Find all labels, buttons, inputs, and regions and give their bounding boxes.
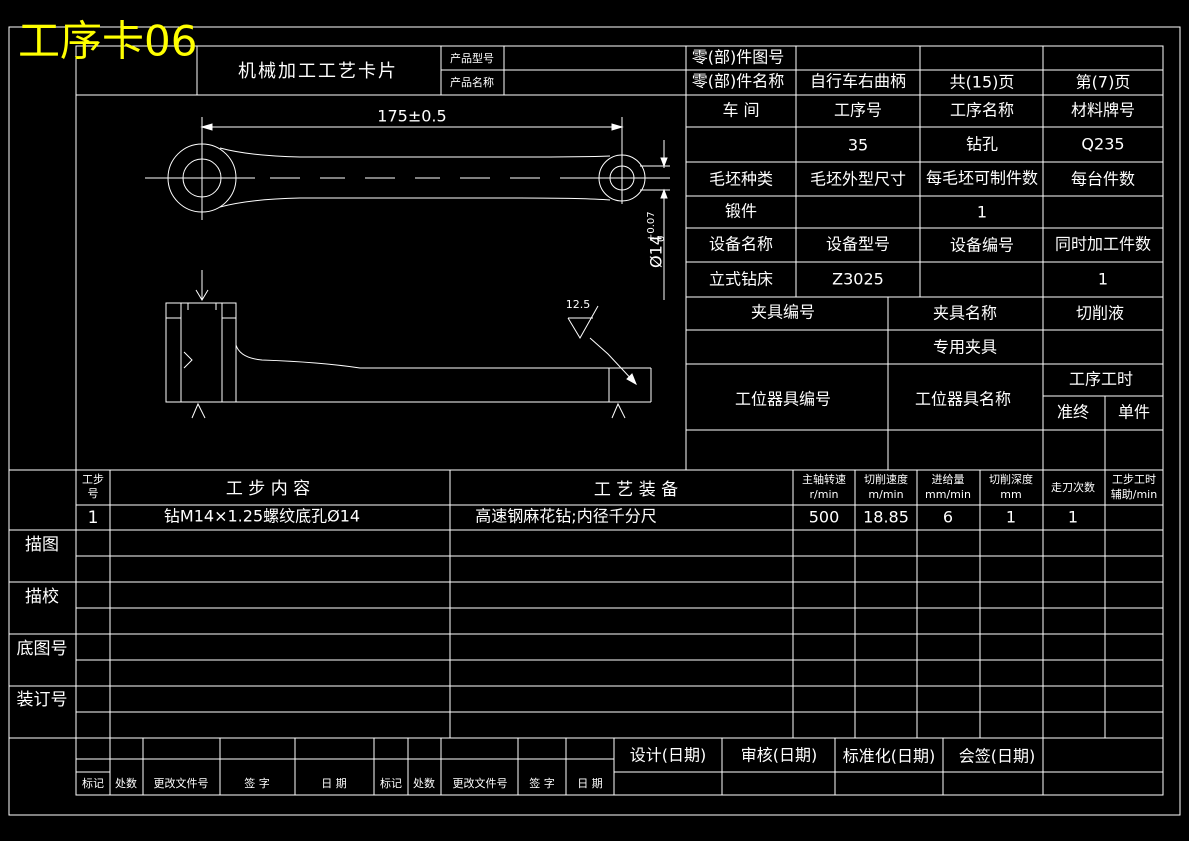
- crank-side-view: [165, 270, 652, 419]
- header-depth-2: mm: [1000, 488, 1021, 501]
- footer-place-2: 处数: [413, 777, 435, 790]
- equip-model-label: 设备型号: [826, 235, 890, 254]
- header-step-content: 工 步 内 容: [226, 479, 310, 499]
- blank-type: 锻件: [725, 202, 757, 221]
- footer-change-doc: 更改文件号: [154, 776, 209, 790]
- step-row-feed: 6: [943, 508, 953, 527]
- station-tool-name-label: 工位器具名称: [915, 390, 1011, 409]
- blank-type-label: 毛坯种类: [709, 170, 773, 189]
- diameter-dimension-group: Ø14 +0.07 0: [646, 211, 667, 268]
- simul: 1: [1098, 270, 1108, 289]
- footer-sign-2: 签 字: [529, 776, 555, 790]
- footer-design: 设计(日期): [630, 746, 707, 765]
- footer-date: 日 期: [321, 777, 347, 790]
- roughness-value: 12.5: [566, 298, 591, 311]
- step-row-equipment: 高速钢麻花钻;内径千分尺: [475, 507, 656, 526]
- fixture-no-label: 夹具编号: [751, 303, 815, 322]
- card-name: 机械加工工艺卡片: [238, 61, 398, 82]
- op-no: 35: [848, 136, 868, 155]
- header-step-no-2: 号: [88, 487, 99, 500]
- product-model-label: 产品型号: [450, 51, 494, 65]
- per-machine-label: 每台件数: [1071, 170, 1135, 189]
- equip-name-label: 设备名称: [709, 235, 773, 254]
- footer-mark-2: 标记: [380, 776, 402, 790]
- step-row-depth: 1: [1006, 508, 1016, 527]
- per-blank-label: 每毛坯可制件数: [926, 169, 1038, 188]
- step-row-spindle: 500: [809, 508, 840, 527]
- fixture-name-label: 夹具名称: [933, 304, 997, 323]
- prep-time-label: 准终: [1057, 403, 1089, 422]
- coolant-label: 切削液: [1076, 304, 1124, 323]
- header-spindle-2: r/min: [810, 488, 839, 501]
- total-pages: 共(15)页: [950, 73, 1015, 92]
- header-step-no-1: 工步: [82, 473, 104, 486]
- station-tool-no-label: 工位器具编号: [735, 390, 831, 409]
- unit-time-label: 单件: [1118, 403, 1150, 422]
- card-title: 工序卡06: [18, 17, 197, 66]
- workshop-label: 车 间: [722, 101, 759, 120]
- blank-size-label: 毛坯外型尺寸: [810, 170, 906, 189]
- material-label: 材料牌号: [1071, 101, 1135, 120]
- part-name: 自行车右曲柄: [810, 72, 906, 91]
- footer-standard: 标准化(日期): [843, 747, 936, 766]
- side-label-base-no: 底图号: [17, 639, 68, 659]
- fixture-name: 专用夹具: [933, 338, 997, 357]
- step-row-no: 1: [88, 508, 99, 528]
- side-label-binding-no: 装订号: [17, 690, 68, 710]
- side-label-trace: 描图: [25, 535, 59, 555]
- material: Q235: [1081, 135, 1124, 154]
- step-row-speed: 18.85: [863, 508, 909, 527]
- equip-name: 立式钻床: [709, 270, 773, 289]
- crank-top-view: [145, 117, 670, 300]
- length-dimension: 175±0.5: [377, 107, 446, 126]
- part-name-label: 零(部)件名称: [692, 72, 785, 91]
- header-spindle-1: 主轴转速: [802, 472, 846, 486]
- header-feed-1: 进给量: [932, 473, 965, 486]
- simul-label: 同时加工件数: [1055, 235, 1151, 254]
- op-time-label: 工序工时: [1069, 370, 1133, 389]
- footer-review: 审核(日期): [741, 746, 818, 765]
- op-name: 钻孔: [966, 135, 998, 154]
- header-speed-1: 切削速度: [864, 472, 908, 486]
- footer-place: 处数: [115, 777, 137, 790]
- equip-no-label: 设备编号: [950, 236, 1014, 255]
- side-label-check: 描校: [25, 587, 59, 607]
- diameter-tolerance-lower: 0: [656, 236, 667, 242]
- footer-change-doc-2: 更改文件号: [453, 776, 508, 790]
- footer-mark: 标记: [82, 776, 104, 790]
- footer-sign: 签 字: [244, 776, 270, 790]
- header-equipment: 工 艺 装 备: [594, 480, 678, 500]
- step-row-content: 钻M14×1.25螺纹底孔Ø14: [164, 507, 360, 526]
- footer-date-2: 日 期: [577, 777, 603, 790]
- header-feed-2: mm/min: [925, 488, 971, 501]
- diameter-dimension: Ø14: [647, 235, 666, 268]
- header-time-1: 工步工时: [1112, 473, 1156, 486]
- header-depth-1: 切削深度: [989, 472, 1033, 486]
- step-row-passes: 1: [1068, 508, 1078, 527]
- diameter-tolerance-upper: +0.07: [646, 211, 657, 242]
- product-name-label: 产品名称: [450, 75, 494, 89]
- header-passes: 走刀次数: [1051, 480, 1095, 494]
- equip-model: Z3025: [832, 270, 884, 289]
- per-blank: 1: [977, 203, 987, 222]
- op-no-label: 工序号: [834, 101, 882, 120]
- op-name-label: 工序名称: [950, 101, 1014, 120]
- part-drawing-no-label: 零(部)件图号: [692, 48, 785, 67]
- header-time-2: 辅助/min: [1111, 487, 1157, 501]
- frame-lines: [8, 26, 1181, 816]
- header-speed-2: m/min: [868, 488, 903, 501]
- footer-countersign: 会签(日期): [959, 747, 1036, 766]
- page-number: 第(7)页: [1076, 73, 1131, 92]
